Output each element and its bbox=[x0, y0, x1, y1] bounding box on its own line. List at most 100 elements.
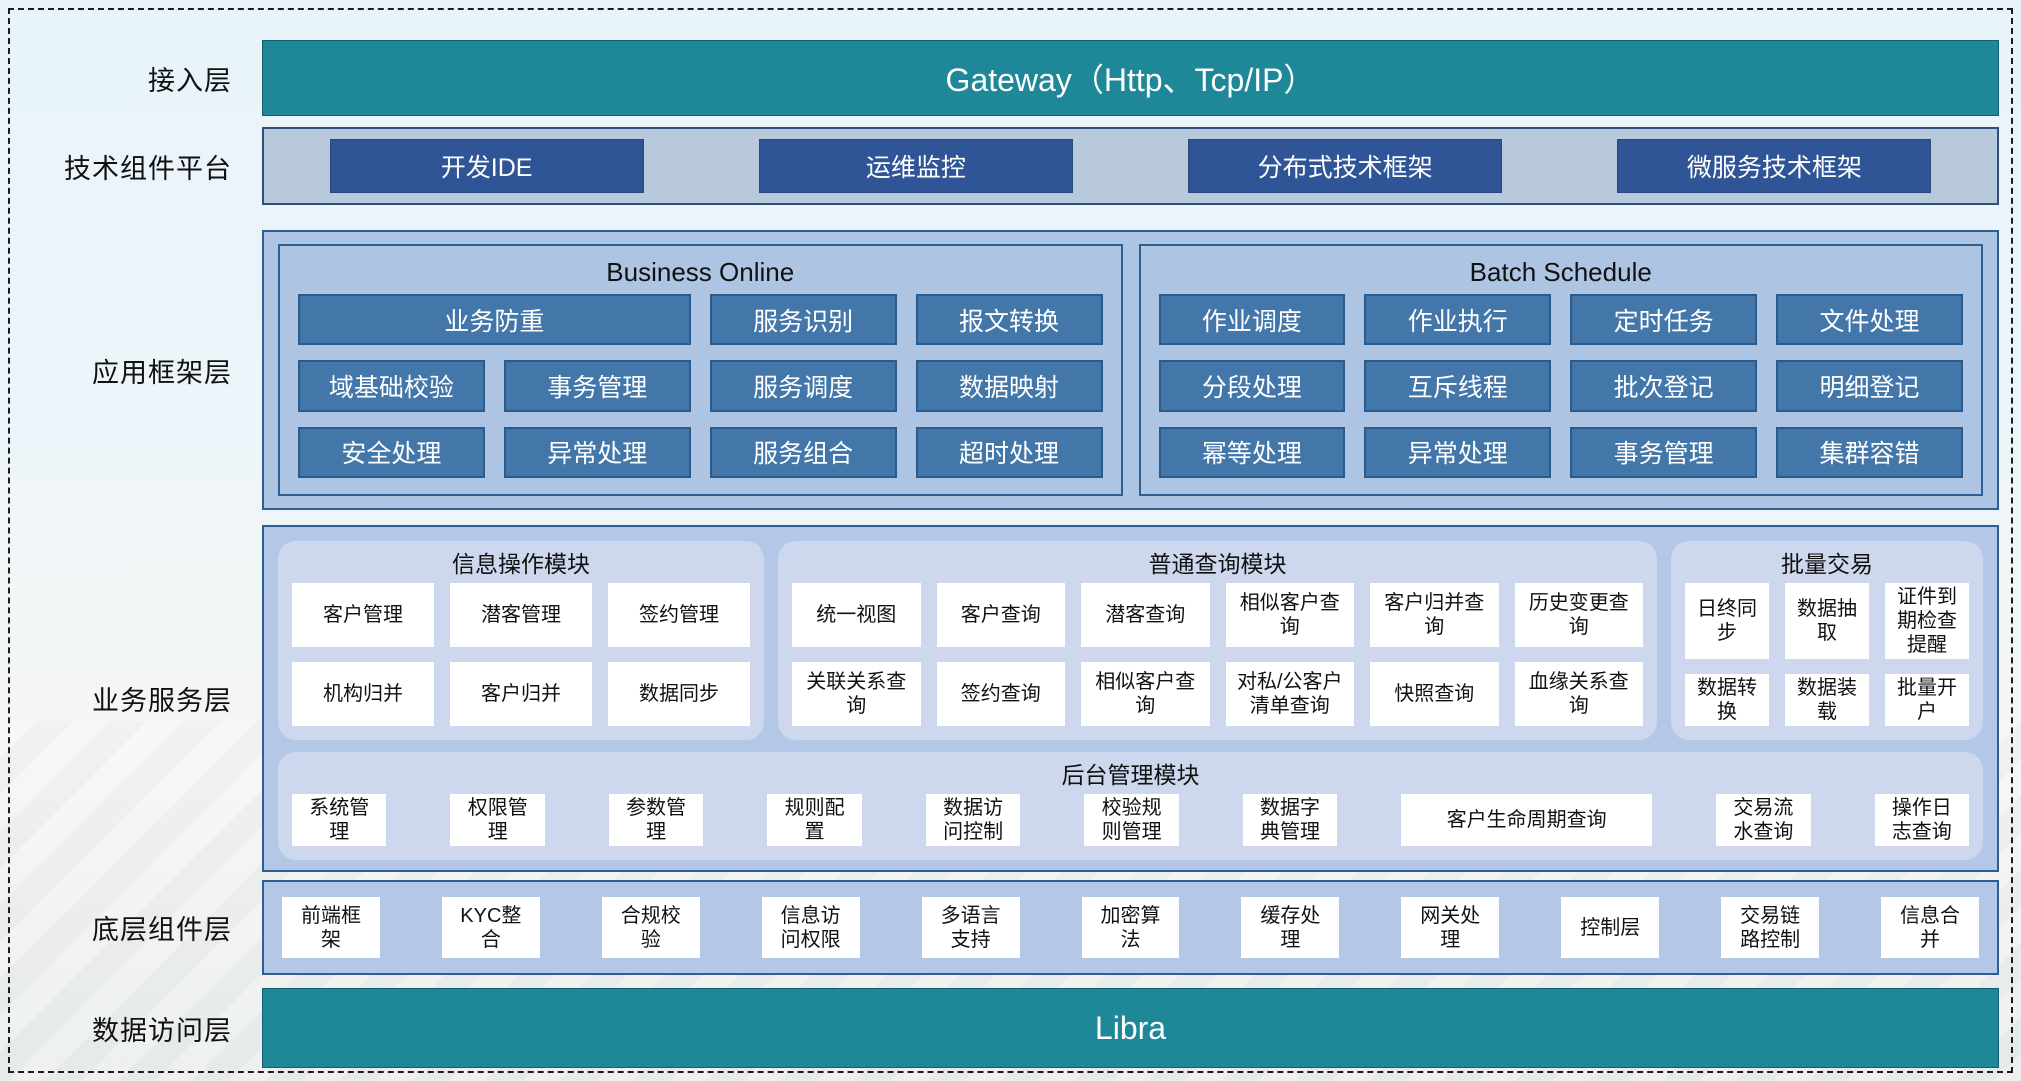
layer-row-base-components: 底层组件层 前端框架 KYC整合 合规校验 信息访问权限 多语言支持 加密算法 … bbox=[0, 880, 2021, 975]
info-module-panel: 信息操作模块 客户管理 潜客管理 签约管理 机构归并 客户归并 数据同步 bbox=[278, 541, 764, 740]
layer-row-access: 接入层 Gateway（Http、Tcp/IP） bbox=[0, 40, 2021, 116]
base-item: 信息合并 bbox=[1881, 897, 1979, 958]
svc-item: 数据抽取 bbox=[1785, 583, 1869, 659]
bs-item: 集群容错 bbox=[1776, 426, 1963, 478]
svc-item: 统一视图 bbox=[792, 583, 921, 647]
base-item: 合规校验 bbox=[601, 897, 700, 958]
gateway-bar: Gateway（Http、Tcp/IP） bbox=[262, 40, 1999, 116]
svc-item: 客户管理 bbox=[292, 583, 434, 647]
query-module-title: 普通查询模块 bbox=[1148, 551, 1287, 577]
layer-row-data-access: 数据访问层 Libra bbox=[0, 988, 2021, 1068]
admin-module-title: 后台管理模块 bbox=[1061, 762, 1200, 788]
business-online-grid: 业务防重 服务识别 报文转换 域基础校验 事务管理 服务调度 数据映射 安全处理… bbox=[298, 294, 1103, 478]
bo-item: 业务防重 bbox=[298, 294, 691, 346]
bs-item: 作业执行 bbox=[1364, 294, 1552, 346]
svc-item: 日终同步 bbox=[1685, 583, 1769, 659]
layer-row-tech-platform: 技术组件平台 开发IDE 运维监控 分布式技术框架 微服务技术框架 bbox=[0, 127, 2021, 205]
svc-item: 数据转换 bbox=[1685, 674, 1769, 726]
svc-item: 校验规则管理 bbox=[1084, 794, 1179, 846]
query-module-grid: 统一视图 客户查询 潜客查询 相似客户查询 客户归并查询 历史变更查询 关联关系… bbox=[792, 583, 1643, 726]
svc-item: 证件到期检查提醒 bbox=[1885, 583, 1969, 659]
tech-item-ops-monitor: 运维监控 bbox=[758, 139, 1073, 193]
svc-item: 潜客查询 bbox=[1081, 583, 1210, 647]
app-framework-container: Business Online 业务防重 服务识别 报文转换 域基础校验 事务管… bbox=[262, 230, 1999, 510]
layer-row-business-service: 业务服务层 信息操作模块 客户管理 潜客管理 签约管理 机构归并 客户归并 数据… bbox=[0, 525, 2021, 872]
batch-trade-panel: 批量交易 日终同步 数据抽取 证件到期检查提醒 数据转换 数据装载 批量开户 bbox=[1671, 541, 1983, 740]
base-item: 缓存处理 bbox=[1241, 897, 1340, 958]
admin-module-row: 系统管理 权限管理 参数管理 规则配置 数据访问控制 校验规则管理 数据字典管理… bbox=[292, 794, 1970, 846]
bo-item: 数据映射 bbox=[915, 360, 1103, 412]
bs-item: 事务管理 bbox=[1570, 426, 1758, 478]
svc-item: 操作日志查询 bbox=[1874, 794, 1970, 846]
base-item: 信息访问权限 bbox=[761, 897, 860, 958]
svc-item: 客户归并查询 bbox=[1370, 583, 1499, 647]
bo-item: 服务组合 bbox=[709, 426, 897, 478]
svc-item: 关联关系查询 bbox=[792, 662, 921, 726]
svc-item: 数据同步 bbox=[608, 662, 750, 726]
base-item: 网关处理 bbox=[1401, 897, 1500, 958]
tech-item-microservice-framework: 微服务技术框架 bbox=[1617, 139, 1932, 193]
base-components-container: 前端框架 KYC整合 合规校验 信息访问权限 多语言支持 加密算法 缓存处理 网… bbox=[262, 880, 1999, 975]
svc-item: 相似客户查询 bbox=[1081, 662, 1210, 726]
svc-item: 参数管理 bbox=[608, 794, 704, 846]
svc-item: 权限管理 bbox=[450, 794, 545, 846]
bs-item: 分段处理 bbox=[1158, 360, 1346, 412]
svc-item: 快照查询 bbox=[1370, 662, 1499, 726]
bo-item: 异常处理 bbox=[503, 426, 691, 478]
svc-item: 相似客户查询 bbox=[1225, 583, 1354, 647]
business-service-container: 信息操作模块 客户管理 潜客管理 签约管理 机构归并 客户归并 数据同步 普通查… bbox=[262, 525, 1999, 872]
bo-item: 超时处理 bbox=[915, 426, 1103, 478]
bs-item: 作业调度 bbox=[1158, 294, 1346, 346]
bo-item: 服务识别 bbox=[709, 294, 897, 346]
tech-item-dev-ide: 开发IDE bbox=[329, 139, 644, 193]
batch-schedule-title: Batch Schedule bbox=[1469, 257, 1652, 287]
svc-item: 批量开户 bbox=[1885, 674, 1969, 726]
layer-label-base-components: 底层组件层 bbox=[92, 915, 232, 945]
base-item: 多语言支持 bbox=[921, 897, 1020, 958]
svc-item: 系统管理 bbox=[292, 794, 387, 846]
base-item: 前端框架 bbox=[282, 897, 380, 958]
layer-label-business-service: 业务服务层 bbox=[92, 686, 232, 716]
base-item: KYC整合 bbox=[441, 897, 540, 958]
batch-schedule-panel: Batch Schedule 作业调度 作业执行 定时任务 文件处理 分段处理 … bbox=[1138, 244, 1983, 496]
svc-item: 历史变更查询 bbox=[1514, 583, 1643, 647]
svc-item: 数据访问控制 bbox=[925, 794, 1021, 846]
svc-item: 血缘关系查询 bbox=[1514, 662, 1643, 726]
business-online-title: Business Online bbox=[606, 257, 795, 287]
layer-label-data-access: 数据访问层 bbox=[92, 1015, 232, 1046]
batch-trade-grid: 日终同步 数据抽取 证件到期检查提醒 数据转换 数据装载 批量开户 bbox=[1685, 583, 1969, 726]
svc-item: 潜客管理 bbox=[450, 583, 592, 647]
svc-item: 交易流水查询 bbox=[1716, 794, 1811, 846]
svc-item: 签约管理 bbox=[608, 583, 750, 647]
svc-item: 机构归并 bbox=[292, 662, 434, 726]
svc-item: 数据字典管理 bbox=[1242, 794, 1338, 846]
svc-item: 客户归并 bbox=[450, 662, 592, 726]
bs-item: 异常处理 bbox=[1364, 426, 1552, 478]
query-module-panel: 普通查询模块 统一视图 客户查询 潜客查询 相似客户查询 客户归并查询 历史变更… bbox=[778, 541, 1657, 740]
info-module-grid: 客户管理 潜客管理 签约管理 机构归并 客户归并 数据同步 bbox=[292, 583, 750, 726]
svc-item: 对私/公客户清单查询 bbox=[1225, 662, 1354, 726]
svc-item: 客户查询 bbox=[936, 583, 1065, 647]
bo-item: 事务管理 bbox=[503, 360, 691, 412]
bo-item: 安全处理 bbox=[298, 426, 485, 478]
layer-label-app-framework: 应用框架层 bbox=[92, 357, 232, 388]
bs-item: 幂等处理 bbox=[1158, 426, 1346, 478]
batch-trade-title: 批量交易 bbox=[1781, 551, 1873, 577]
business-service-top-row: 信息操作模块 客户管理 潜客管理 签约管理 机构归并 客户归并 数据同步 普通查… bbox=[278, 541, 1983, 740]
layer-row-app-framework: 应用框架层 Business Online 业务防重 服务识别 报文转换 域基础… bbox=[0, 230, 2021, 510]
bo-item: 报文转换 bbox=[915, 294, 1103, 346]
svc-item: 数据装载 bbox=[1785, 674, 1869, 726]
bo-item: 服务调度 bbox=[709, 360, 897, 412]
layer-label-access: 接入层 bbox=[148, 65, 232, 96]
bs-item: 文件处理 bbox=[1776, 294, 1963, 346]
tech-platform-container: 开发IDE 运维监控 分布式技术框架 微服务技术框架 bbox=[262, 127, 1999, 205]
bs-item: 批次登记 bbox=[1570, 360, 1758, 412]
bs-item: 互斥线程 bbox=[1364, 360, 1552, 412]
info-module-title: 信息操作模块 bbox=[452, 551, 590, 577]
svc-item: 客户生命周期查询 bbox=[1401, 794, 1653, 846]
base-item: 交易链路控制 bbox=[1721, 897, 1820, 958]
base-item: 加密算法 bbox=[1081, 897, 1180, 958]
base-item: 控制层 bbox=[1561, 897, 1660, 958]
svc-item: 签约查询 bbox=[936, 662, 1065, 726]
bs-item: 定时任务 bbox=[1570, 294, 1758, 346]
